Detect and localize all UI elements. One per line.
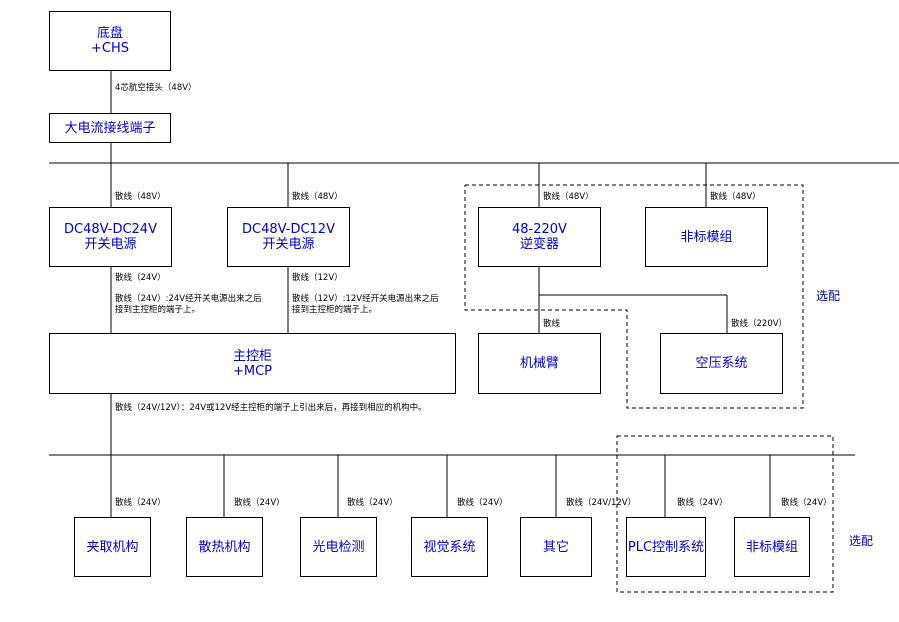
plc-box: PLC控制系统 bbox=[626, 517, 706, 577]
terminal-box: 大电流接线端子 bbox=[49, 113, 171, 143]
mcp-title: 主控柜 bbox=[232, 348, 272, 364]
clamp-title: 夹取机构 bbox=[86, 539, 139, 555]
heat-title: 散热机构 bbox=[198, 539, 251, 555]
wire12-label: 散线（12V） bbox=[292, 273, 343, 283]
wire12-note-line2: 接到主控柜的端子上。 bbox=[292, 305, 378, 315]
wire220-label: 散线（220V） bbox=[731, 319, 788, 329]
arm-title: 机械臂 bbox=[519, 356, 559, 371]
chassis-title: 底盘 bbox=[96, 26, 123, 41]
aircomp-box: 空压系统 bbox=[660, 333, 783, 394]
wire48-label-nonstd: 散线（48V） bbox=[710, 192, 761, 202]
psu24-title: 开关电源 bbox=[84, 237, 137, 252]
chassis-code: +CHS bbox=[91, 41, 129, 56]
wire12-note-line1: 散线（12V）:12V经开关电源出来之后 bbox=[292, 294, 439, 304]
photo-title: 光电检测 bbox=[312, 539, 365, 555]
wire24-note-line1: 散线（24V）:24V经开关电源出来之后 bbox=[115, 294, 262, 304]
mcp-box: 主控柜 +MCP bbox=[49, 333, 456, 394]
other-box: 其它 bbox=[520, 517, 592, 577]
wire24-note-line2: 接到主控柜的端子上。 bbox=[115, 305, 201, 315]
nonstd-top-title: 非标模组 bbox=[680, 229, 733, 245]
optional-label-top: 选配 bbox=[816, 289, 841, 303]
photo-box: 光电检测 bbox=[300, 517, 377, 577]
bottom-clamp-label: 散线（24V） bbox=[115, 498, 166, 508]
other-title: 其它 bbox=[542, 539, 569, 555]
wire48-label-psu24: 散线（48V） bbox=[115, 192, 166, 202]
mcp-note-label: 散线（24V/12V）：24V或12V经主控柜的端子上引出来后，再接到相应的机构… bbox=[115, 403, 427, 413]
clamp-box: 夹取机构 bbox=[74, 517, 151, 577]
bottom-heat-label: 散线（24V） bbox=[234, 498, 285, 508]
mcp-code: +MCP bbox=[232, 363, 273, 379]
psu24-model: DC48V-DC24V bbox=[64, 222, 157, 237]
bottom-plc-label: 散线（24V） bbox=[677, 498, 728, 508]
chassis-box: 底盘 +CHS bbox=[49, 11, 171, 71]
psu12-box: DC48V-DC12V 开关电源 bbox=[227, 207, 350, 267]
bottom-vision-label: 散线（24V） bbox=[457, 498, 508, 508]
inverter-box: 48-220V 逆变器 bbox=[478, 207, 601, 267]
psu12-title: 开关电源 bbox=[262, 237, 315, 252]
bottom-photo-label: 散线（24V） bbox=[347, 498, 398, 508]
inverter-model: 48-220V bbox=[512, 222, 567, 237]
nonstd-bottom-box: 非标模组 bbox=[734, 517, 810, 577]
bottom-nonstd-label: 散线（24V） bbox=[781, 498, 832, 508]
terminal-title: 大电流接线端子 bbox=[64, 120, 156, 136]
bottom-other-label: 散线（24V/12V） bbox=[566, 498, 637, 508]
heat-box: 散热机构 bbox=[186, 517, 263, 577]
optional-label-bottom: 选配 bbox=[849, 534, 874, 548]
wire48-label-psu12: 散线（48V） bbox=[292, 192, 343, 202]
vision-box: 视觉系统 bbox=[411, 517, 488, 577]
aircomp-title: 空压系统 bbox=[695, 356, 748, 371]
psu24-box: DC48V-DC24V 开关电源 bbox=[49, 207, 172, 267]
wire24-label: 散线（24V） bbox=[115, 273, 166, 283]
arm-box: 机械臂 bbox=[478, 333, 601, 394]
conn4-label: 4芯航空接头（48V） bbox=[115, 83, 197, 93]
inverter-title: 逆变器 bbox=[519, 237, 559, 252]
nonstd-bottom-title: 非标模组 bbox=[745, 539, 798, 555]
nonstd-top-box: 非标模组 bbox=[645, 207, 768, 267]
wire-arm-label: 散线 bbox=[543, 319, 561, 329]
wire48-label-inverter: 散线（48V） bbox=[543, 192, 594, 202]
vision-title: 视觉系统 bbox=[423, 539, 476, 555]
plc-title: PLC控制系统 bbox=[627, 539, 705, 555]
psu12-model: DC48V-DC12V bbox=[242, 222, 335, 237]
